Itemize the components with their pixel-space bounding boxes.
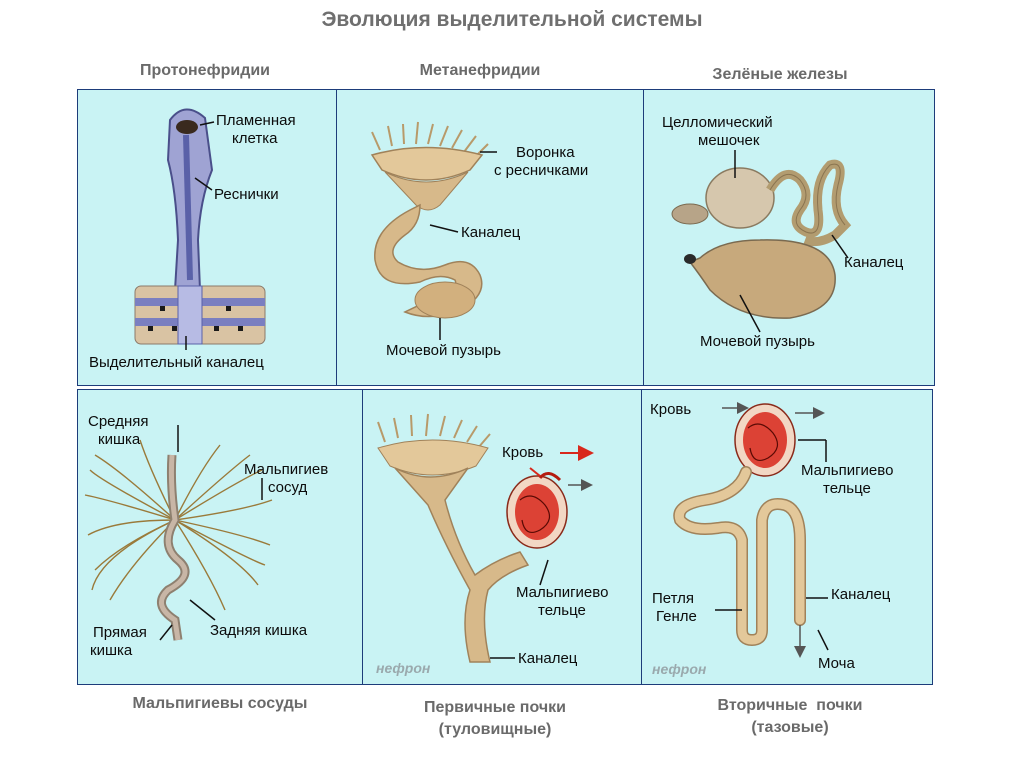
- column-title-green-glands: Зелёные железы: [712, 66, 848, 83]
- label-midgut-line1: Средняя: [88, 413, 149, 430]
- label-midgut: Средняя кишка: [88, 413, 148, 449]
- label-malpighian-vessel-line2: сосуд: [268, 479, 308, 496]
- page-title: Эволюция выделительной системы: [321, 8, 703, 31]
- caption-primary-kidney-line1: Первичные почки: [424, 699, 566, 716]
- label-rectum-line2: кишка: [90, 642, 133, 659]
- label-flame-cell-line1: Пламенная: [216, 112, 296, 129]
- column-title-metanephridia: Метанефридии: [419, 62, 541, 79]
- label-nephron-primary: нефрон: [376, 660, 431, 676]
- label-bladder-green-gland: Мочевой пузырь: [700, 333, 815, 350]
- malpighian-vessels-drawing: [84, 425, 273, 641]
- label-blood-primary: Кровь: [502, 444, 544, 461]
- label-funnel-line2: с ресничками: [494, 162, 589, 179]
- caption-secondary-kidney-line2: (тазовые): [751, 719, 829, 736]
- panel-primary-kidney: [362, 389, 642, 685]
- label-rectum-line1: Прямая: [93, 624, 147, 641]
- label-flame-cell-line2: клетка: [232, 130, 278, 147]
- label-canal-primary: Каналец: [518, 650, 578, 667]
- label-funnel-line1: Воронка: [516, 144, 575, 161]
- label-malpighian-body-secondary-line2: тельце: [823, 480, 871, 497]
- protonephridium-drawing: [134, 108, 266, 350]
- label-malpighian-vessel-line1: Мальпигиев: [244, 461, 329, 478]
- label-malpighian-body-primary-line2: тельце: [538, 602, 586, 619]
- label-cilia: Реснички: [214, 186, 279, 203]
- caption-primary-kidney-line2: (туловищные): [438, 721, 552, 738]
- label-malpighian-body-primary-line1: Мальпигиево: [516, 584, 609, 601]
- label-hindgut: Задняя кишка: [210, 622, 308, 639]
- caption-secondary-kidney: Вторичные почки (тазовые): [665, 695, 915, 739]
- panel-malpighian-vessels: [77, 389, 363, 685]
- label-loop-of-henle-line2: Генле: [656, 608, 697, 625]
- label-funnel: Воронка с ресничками: [494, 144, 588, 180]
- secondary-kidney-drawing: [673, 402, 829, 658]
- label-rectum: Прямая кишка: [90, 624, 147, 660]
- label-malpighian-vessel: Мальпигиев сосуд: [244, 461, 328, 497]
- label-midgut-line2: кишка: [98, 431, 141, 448]
- label-urine: Моча: [818, 655, 855, 672]
- caption-malpighian-vessels: Мальпигиевы сосуды: [132, 695, 308, 712]
- label-flame-cell: Пламенная клетка: [216, 112, 296, 148]
- label-canal-secondary: Каналец: [831, 586, 891, 603]
- metanephridium-drawing: [370, 121, 497, 340]
- label-canal-metanephridia: Каналец: [461, 224, 521, 241]
- label-bladder-metanephridia: Мочевой пузырь: [386, 342, 501, 359]
- green-gland-drawing: [671, 150, 852, 333]
- label-canal-green-gland: Каналец: [844, 254, 904, 271]
- label-nephron-secondary: нефрон: [652, 661, 707, 677]
- label-excretory-canal: Выделительный каналец: [89, 354, 264, 371]
- label-coelomic-sac: Целломический мешочек: [662, 114, 773, 150]
- caption-secondary-kidney-line1: Вторичные почки: [717, 697, 863, 714]
- label-malpighian-body-secondary: Мальпигиево тельце: [801, 462, 893, 498]
- label-malpighian-body-secondary-line1: Мальпигиево: [801, 462, 894, 479]
- primary-kidney-drawing: [377, 413, 594, 663]
- label-loop-of-henle-line1: Петля: [652, 590, 695, 607]
- panel-green-glands: [643, 89, 935, 386]
- label-blood-secondary: Кровь: [650, 401, 692, 418]
- caption-primary-kidney: Первичные почки (туловищные): [370, 697, 620, 741]
- label-loop-of-henle: Петля Генле: [652, 590, 697, 626]
- label-coelomic-sac-line2: мешочек: [698, 132, 760, 149]
- label-malpighian-body-primary: Мальпигиево тельце: [516, 584, 608, 620]
- column-title-protonephridia: Протонефридии: [139, 62, 271, 79]
- label-coelomic-sac-line1: Целломический: [662, 114, 773, 131]
